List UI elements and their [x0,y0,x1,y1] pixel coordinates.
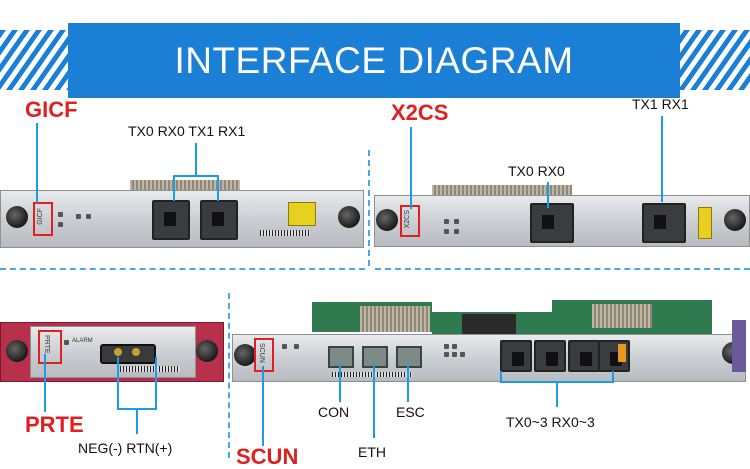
x2cs-tx0-label: TX0 RX0 [508,163,565,179]
led-alm [58,222,63,227]
esc-port [396,346,422,368]
alarm-text: ALARM [72,338,93,344]
alarm-led [64,340,69,345]
rtn-pin [132,348,140,356]
prte-pointer-line [44,354,46,412]
neg-pin [114,348,122,356]
scun-bracket-left [500,371,502,381]
screw-knob-left [376,209,398,231]
scun-slot-text: SCUN [258,343,265,363]
con-label: CON [318,404,350,420]
scun-chip [462,314,516,336]
prte-slot-text: PRTE [43,335,50,354]
led-e [460,352,465,357]
led-a [444,344,449,349]
led-run [58,212,63,217]
con-pointer-line [339,364,341,402]
laser-warning-sticker [288,202,316,226]
eth-pointer-line [373,364,375,438]
scun-bracket-stem [556,381,558,407]
screw-knob-right [338,206,360,228]
x2cs-heatsink [432,185,572,197]
gicf-label: GICF [25,97,78,122]
led-d [452,352,457,357]
x2cs-label: X2CS [391,100,449,125]
divider-right [375,268,750,270]
scun-bracket-right [612,371,614,381]
led-link0 [76,214,81,219]
prte-board: PRTE ALARM [0,322,224,382]
divider-left [0,268,365,270]
x2cs-pointer-line [410,127,412,209]
x2cs-optical-port-0 [530,203,574,243]
screw-knob-left [234,344,256,366]
screw-knob-right [196,340,218,362]
x2cs-tx1-label: TX1 RX1 [632,96,689,112]
divider-vertical-bottom [228,293,230,458]
prte-bracket-left [117,357,119,409]
prte-slot-highlight: PRTE [38,330,62,364]
scun-port-label: TX0~3 RX0~3 [506,414,595,430]
led-4 [454,229,459,234]
x2cs-board: X2CS [372,185,750,257]
x2cs-slot-highlight: X2CS [400,205,420,237]
x2cs-tx0-line [547,182,549,208]
scun-pcie-slot [360,306,430,332]
x2cs-slot-text: X2CS [404,210,411,229]
prte-bracket-stem [136,408,138,434]
barcode [260,230,310,236]
screw-knob-left [6,340,28,362]
screw-knob-left [6,206,28,228]
scun-board: SCUN [232,300,750,382]
x2cs-optical-port-1 [642,203,686,243]
prte-bracket-right [155,357,157,409]
led-link1 [86,214,91,219]
scun-connector-block [592,304,652,328]
scun-handle [732,320,746,372]
scun-optical-port-2 [568,340,600,372]
banner-panel [68,23,680,98]
esc-pointer-line [407,364,409,402]
banner-title: INTERFACE DIAGRAM [174,40,574,81]
prte-label: PRTE [25,412,84,437]
scun-optical-port-0 [500,340,532,372]
gicf-bracket-bar [173,175,219,177]
eth-label: ETH [358,444,386,460]
led-3 [444,229,449,234]
scun-label: SCUN [236,444,299,469]
led-1 [444,219,449,224]
scun-pointer-line [262,366,264,446]
led-b [452,344,457,349]
eth-port [362,346,388,368]
esc-label: ESC [396,404,425,420]
scun-slot-highlight: SCUN [254,338,274,372]
gicf-optical-port-1 [200,200,238,240]
scun-faceplate [232,334,746,382]
gicf-optical-port-0 [152,200,190,240]
screw-knob-right [724,209,746,231]
prte-port-label: NEG(-) RTN(+) [78,440,173,456]
laser-warning-sticker [618,344,626,362]
gicf-slot-text: GICF [37,208,44,225]
led-run [282,344,287,349]
gicf-bracket-left [173,175,175,201]
gicf-pointer-line [36,123,38,203]
scun-optical-port-1 [534,340,566,372]
divider-vertical-top [368,150,370,266]
led-alm [294,344,299,349]
laser-warning-sticker [698,207,712,239]
gicf-port-label: TX0 RX0 TX1 RX1 [128,123,246,139]
barcode [120,366,180,372]
gicf-board: GICF [0,180,365,252]
led-2 [454,219,459,224]
con-port [328,346,354,368]
power-connector [100,344,156,364]
gicf-bracket-right [217,175,219,201]
gicf-slot-highlight: GICF [33,202,53,236]
barcode [332,372,412,377]
gicf-bracket-stem [195,143,197,175]
led-c [444,352,449,357]
x2cs-tx1-line [661,116,663,202]
